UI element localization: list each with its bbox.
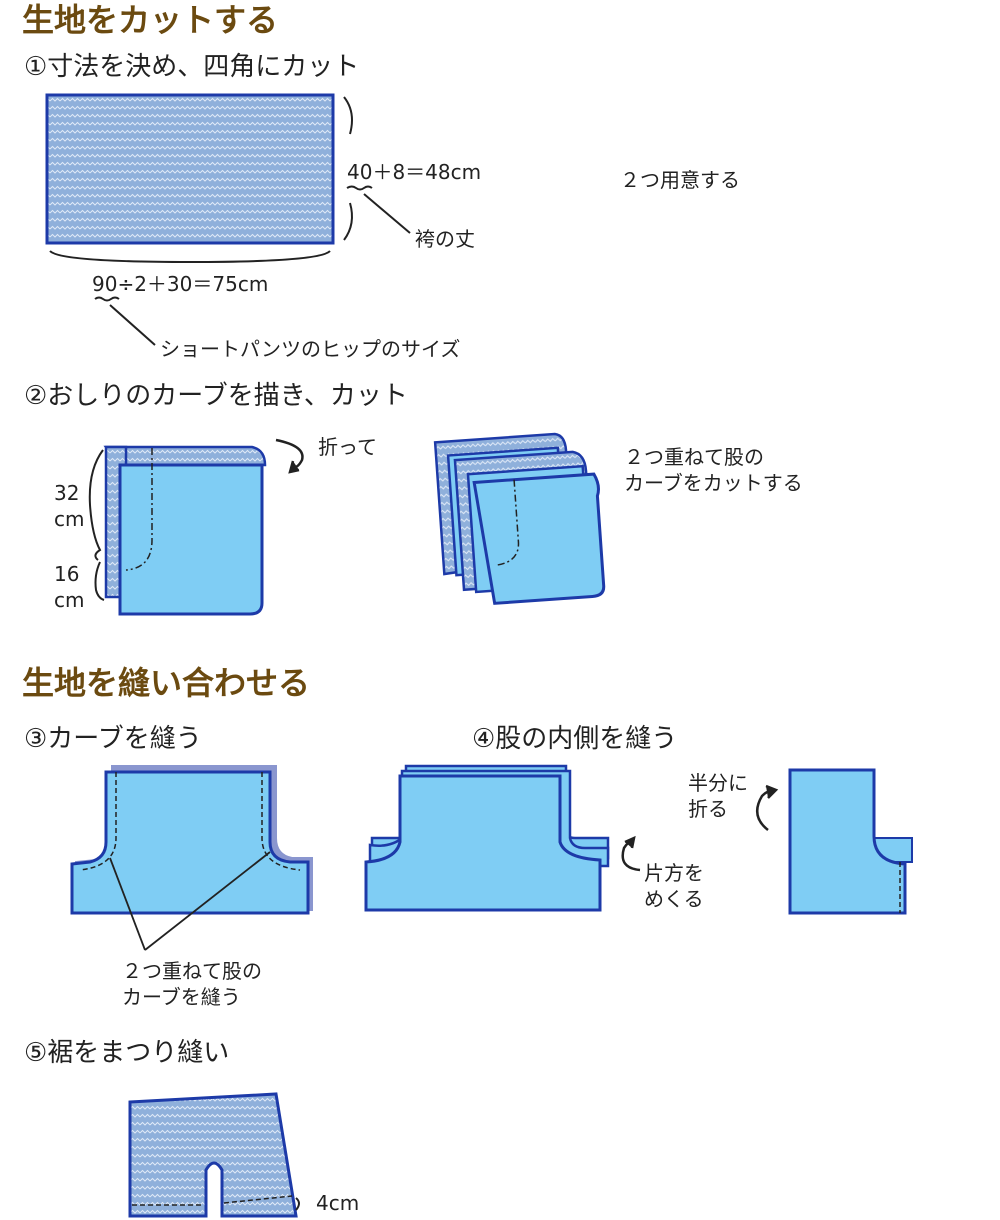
step-5-title: ⑤裾をまつり縫い [24,1038,230,1068]
flip-one-label: 片方を めくる [644,861,704,911]
hem-shape [128,1092,300,1218]
fold-half-label: 半分に 折る [688,771,748,821]
fold-arrow-icon [275,438,304,474]
inseam-label: 袴の丈 [415,227,475,251]
step-1-title: ①寸法を決め、四角にカット [24,52,360,82]
sew-curve-shape [70,765,313,951]
dimension-32-label: 32 cm [54,481,85,531]
step-3-title: ③カーブを縫う [24,724,202,754]
dimension-brackets [88,449,105,601]
heading-sew-fabric: 生地を縫い合わせる [22,664,311,702]
flip-arrow-icon [621,835,641,872]
folded-half-shape [788,768,913,915]
height-formula-label: 40＋8＝48cm [347,160,482,184]
heading-cut-fabric: 生地をカットする [22,1,279,39]
stack-cut-label: ２つ重ねて股の カーブをカットする [624,445,803,495]
hem-width-label: 4cm [316,1191,360,1215]
width-formula-label: 90÷2＋30＝75cm [92,272,269,296]
step-4-title: ④股の内側を縫う [472,724,678,754]
dimension-16-label: 16 cm [54,562,85,612]
width-bracket [49,250,331,346]
height-bracket [343,96,411,241]
stack-sew-label: ２つ重ねて股の カーブを縫う [122,959,262,1009]
stacked-fabrics [433,432,606,605]
inner-seam-shape [364,764,610,912]
hip-size-label: ショートパンツのヒップのサイズ [160,337,461,361]
fold-label: 折って [318,435,377,459]
prepare-two-label: ２つ用意する [620,168,740,192]
fold-half-arrow-icon [755,784,779,831]
folded-fabric [103,445,267,616]
step-2-title: ②おしりのカーブを描き、カット [24,381,408,411]
fabric-rectangle [45,93,335,245]
